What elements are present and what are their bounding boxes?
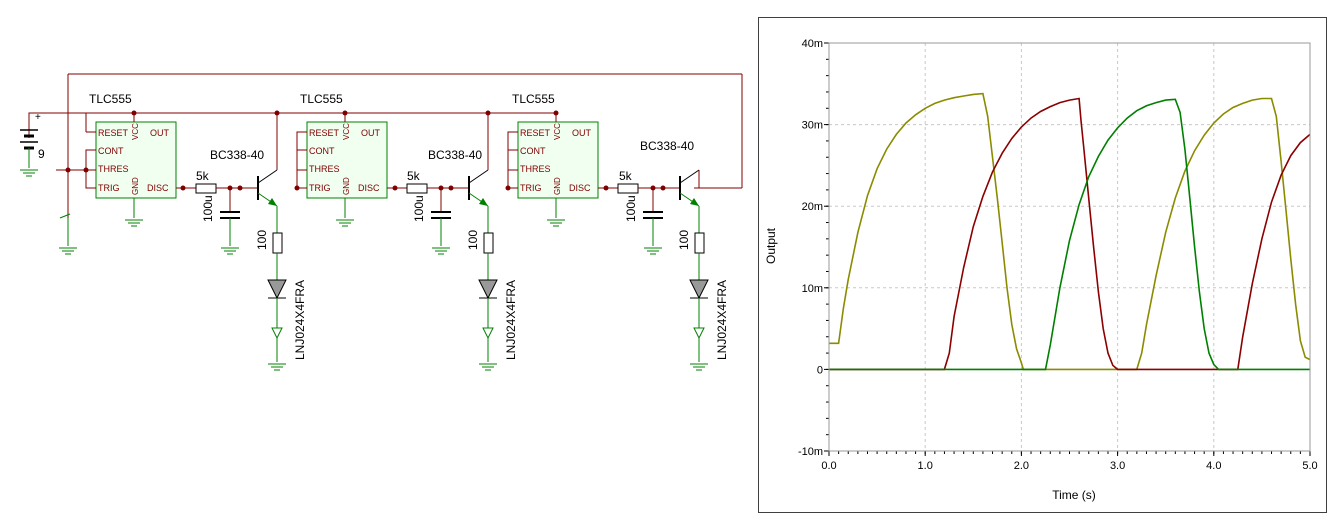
pin-disc-3: DISC (569, 183, 591, 193)
x-tick-label: 3.0 (1110, 460, 1125, 472)
pin-thres-3: THRES (520, 164, 551, 174)
y-axis-label: Output (764, 227, 778, 264)
supply-wires (28, 73, 743, 246)
battery-value-label: 9 (38, 147, 45, 161)
x-tick-label: 5.0 (1302, 460, 1317, 472)
pin-trig: TRIG (98, 183, 120, 193)
led-3-label: LNJ024X4FRA (715, 280, 729, 360)
resistor-base-1-label: 5k (196, 169, 210, 183)
pin-out-2: OUT (361, 128, 381, 138)
timer-1[interactable]: TLC555 RESET CONT THRES TRIG OUT DISC VC… (85, 92, 196, 227)
pin-out-3: OUT (572, 128, 592, 138)
resistor-base-1[interactable] (195, 183, 217, 194)
y-tick-label: 10m (802, 283, 823, 295)
y-tick-label: 40m (802, 38, 823, 50)
pin-gnd-2: GND (342, 177, 351, 195)
resistor-led-1-label: 100 (255, 230, 269, 250)
resistor-led-2-label: 100 (466, 230, 480, 250)
series-line-2 (829, 97, 1311, 371)
pin-cont: CONT (98, 146, 124, 156)
timer-3[interactable]: TLC555 RESET CONT THRES TRIG OUT DISC VC… (507, 92, 618, 227)
x-tick-label: 0.0 (821, 460, 836, 472)
pin-gnd: GND (131, 177, 140, 195)
resistor-base-3-label: 5k (619, 169, 633, 183)
plot-area-border (828, 42, 1311, 452)
x-tick-label: 2.0 (1014, 460, 1029, 472)
y-tick-label: -10m (798, 446, 823, 458)
pin-disc-2: DISC (358, 183, 380, 193)
left-ground (56, 169, 85, 255)
timer-2-label: TLC555 (300, 92, 343, 106)
y-tick-label: 0 (817, 364, 823, 376)
resistor-base-3[interactable] (617, 183, 639, 194)
x-tick-label: 4.0 (1206, 460, 1221, 472)
transistor-2-label: BC338-40 (428, 148, 482, 162)
capacitor-2-label: 100u (412, 195, 426, 222)
circuit-schematic: + 9 TLC555 RESET CONT THRES TRIG OUT DIS… (19, 73, 743, 371)
x-axis-label: Time (s) (1052, 488, 1096, 502)
pin-vcc-3: VCC (553, 123, 562, 140)
pin-reset-3: RESET (520, 128, 551, 138)
output-chart-panel: 0.0 1.0 2.0 3.0 4.0 5.0 -10m 0 10m 20m 30m 40m Time… (758, 17, 1327, 513)
timer-1-label: TLC555 (89, 92, 132, 106)
pin-vcc: VCC (131, 123, 140, 140)
pin-reset: RESET (98, 128, 129, 138)
pin-gnd-3: GND (553, 177, 562, 195)
y-tick-label: 20m (802, 201, 823, 213)
x-tick-label: 1.0 (918, 460, 933, 472)
y-tick-label: 30m (802, 120, 823, 132)
resistor-base-2[interactable] (406, 183, 428, 194)
capacitor-3-label: 100u (624, 195, 638, 222)
pin-vcc-2: VCC (342, 123, 351, 140)
stage-1-network: 5k 100u BC338-40 100 LNJ024X4FRA (195, 113, 307, 371)
junction-dots (65, 110, 666, 191)
timer-2[interactable]: TLC555 RESET CONT THRES TRIG OUT DISC VC… (296, 92, 407, 227)
output-chart: 0.0 1.0 2.0 3.0 4.0 5.0 -10m 0 10m 20m 30m 40m Time… (764, 38, 1318, 502)
resistor-base-2-label: 5k (407, 169, 421, 183)
chart-series (829, 92, 1311, 371)
resistor-led-3-label: 100 (677, 230, 691, 250)
chart-grid (829, 43, 1310, 451)
pin-trig-2: TRIG (309, 183, 331, 193)
timer-3-label: TLC555 (512, 92, 555, 106)
series-line-3 (829, 98, 1310, 371)
pin-cont-2: CONT (309, 146, 335, 156)
pin-reset-2: RESET (309, 128, 340, 138)
pin-disc: DISC (147, 183, 169, 193)
pin-out: OUT (150, 128, 170, 138)
pin-trig-3: TRIG (520, 183, 542, 193)
battery[interactable]: + 9 (19, 112, 45, 177)
transistor-3-label: BC338-40 (640, 139, 694, 153)
pin-cont-3: CONT (520, 146, 546, 156)
led-2-label: LNJ024X4FRA (504, 280, 518, 360)
transistor-1-label: BC338-40 (210, 148, 264, 162)
battery-plus-label: + (35, 112, 41, 123)
led-1-label: LNJ024X4FRA (293, 280, 307, 360)
pin-thres-2: THRES (309, 164, 340, 174)
chart-ticks: 0.0 1.0 2.0 3.0 4.0 5.0 -10m 0 10m 20m 30m 40m (798, 38, 1318, 472)
pin-thres: THRES (98, 164, 129, 174)
stage-3-network: 5k 100u BC338-40 100 LNJ024X4FRA (617, 139, 729, 371)
series-line-1 (829, 92, 1311, 371)
capacitor-1-label: 100u (201, 195, 215, 222)
stage-2-network: 5k 100u BC338-40 100 LNJ024X4FRA (406, 113, 518, 371)
